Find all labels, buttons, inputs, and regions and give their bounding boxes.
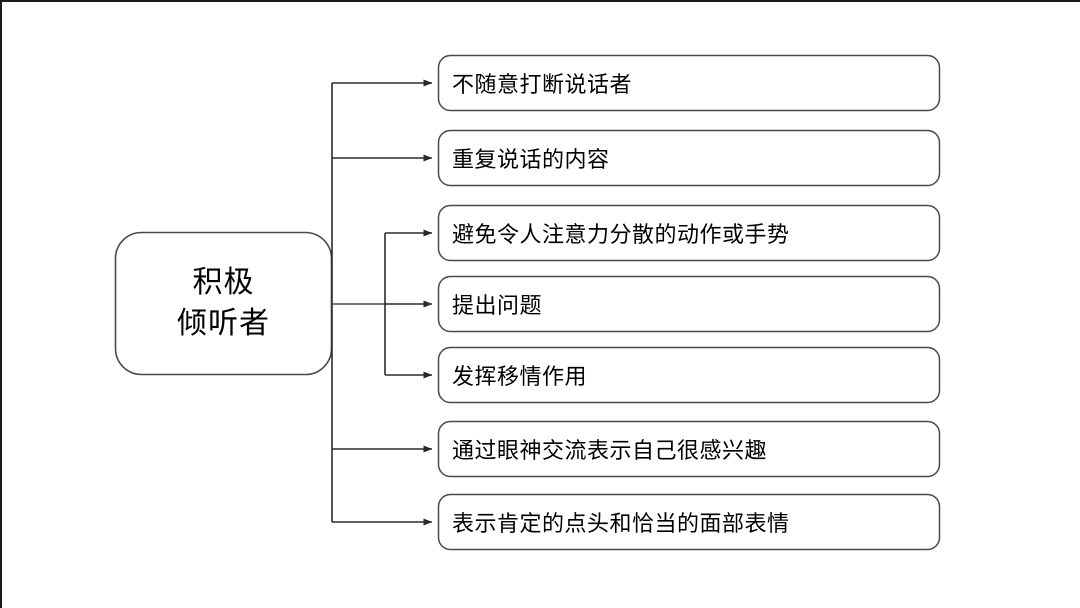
child-node-shape-3 (437, 204, 941, 262)
child-node-shape-5 (437, 346, 941, 404)
child-node-shape-6 (437, 420, 941, 478)
child-node-shape-2 (437, 129, 941, 187)
root-node[interactable]: 积极 倾听者 (115, 232, 332, 375)
child-node-shape-4 (437, 275, 941, 333)
root-node-line-1: 积极 (192, 266, 255, 299)
root-node-line-2: 倾听者 (177, 306, 270, 340)
child-node-shape-1 (437, 54, 941, 112)
child-node-shape-7 (437, 493, 941, 551)
